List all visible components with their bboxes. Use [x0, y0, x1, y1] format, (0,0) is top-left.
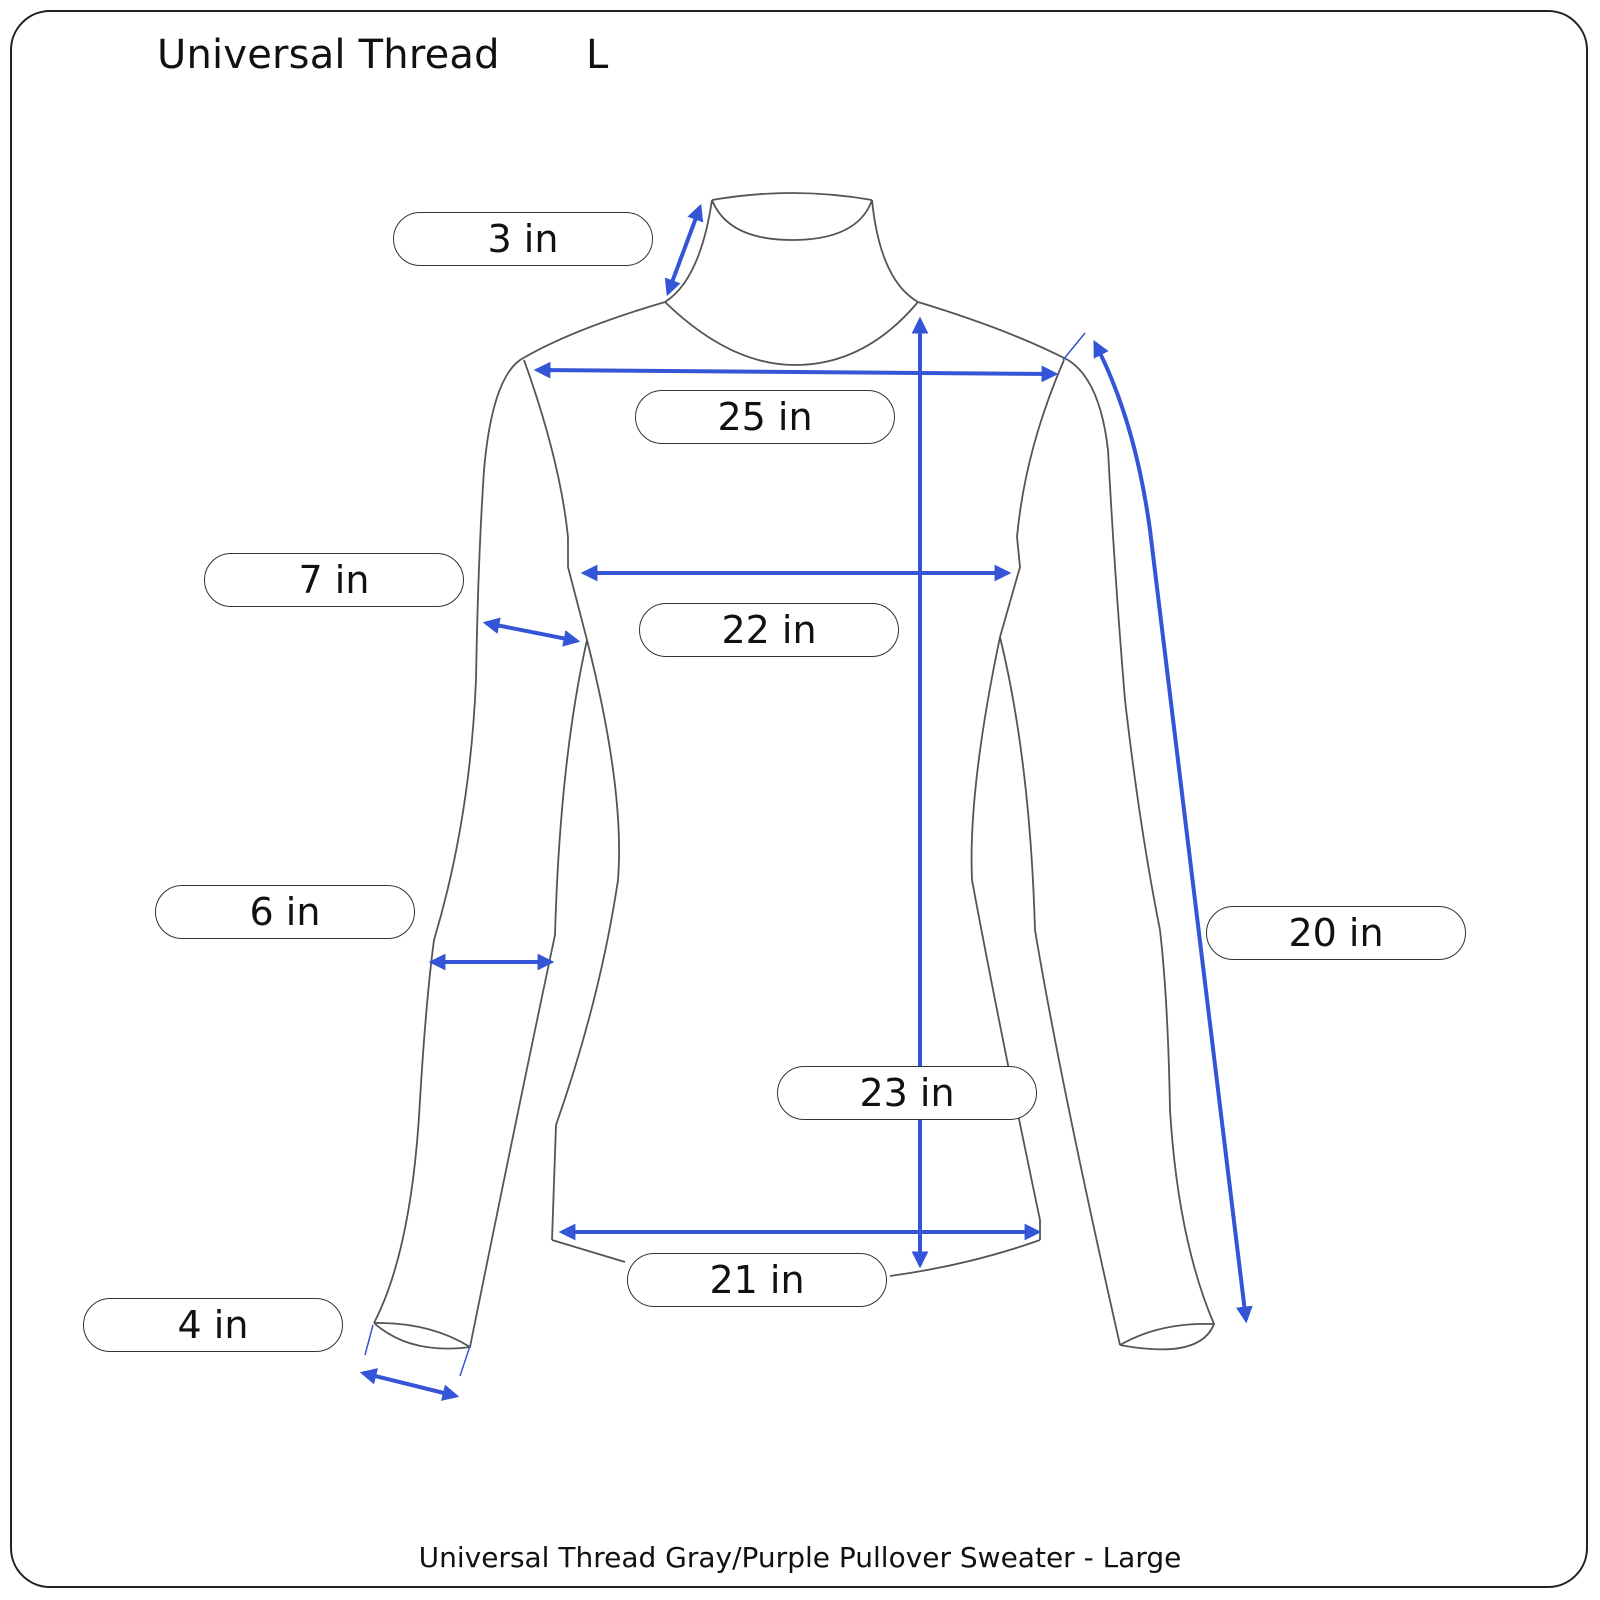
right-armhole [999, 359, 1065, 638]
bicep-width-label: 7 in [204, 553, 464, 607]
collar-inner [711, 199, 873, 241]
shoulder-arrow [533, 361, 1059, 383]
left-body-side [551, 639, 620, 1241]
right-cuff [1119, 1322, 1215, 1351]
left-arm-inner [469, 639, 588, 1348]
right-arm-outer [1067, 359, 1215, 1325]
tick-marks [364, 332, 1086, 1377]
cuff-width-label: 4 in [83, 1298, 343, 1352]
brand-title: Universal Thread [157, 32, 500, 78]
sweater-outline [373, 192, 1215, 1351]
size-label: L [586, 32, 609, 78]
hem-right [889, 1239, 1041, 1277]
bicep-arrow [482, 617, 581, 647]
left-arm-outer [373, 359, 521, 1324]
left-shoulder [519, 301, 666, 361]
left-cuff [373, 1322, 471, 1350]
cuff-arrow [359, 1368, 460, 1401]
diagram-frame [10, 10, 1588, 1588]
collar-right-side [871, 199, 919, 303]
neckline [664, 301, 919, 366]
sleeve-length-label: 20 in [1206, 906, 1466, 960]
forearm-width-label: 6 in [155, 885, 415, 939]
collar-arrow [664, 203, 704, 297]
caption: Universal Thread Gray/Purple Pullover Sw… [418, 1541, 1182, 1574]
collar-top [711, 192, 873, 201]
right-shoulder [917, 301, 1069, 361]
right-arm-inner [999, 636, 1121, 1346]
left-armhole [523, 359, 588, 641]
body-length-label: 23 in [777, 1066, 1037, 1120]
hem-width-label: 21 in [627, 1253, 887, 1307]
collar-height-label: 3 in [393, 212, 653, 266]
hem-left [551, 1239, 626, 1263]
sleeve-arrow [1093, 340, 1253, 1324]
shoulder-width-label: 25 in [635, 390, 895, 444]
chest-width-label: 22 in [639, 603, 899, 657]
right-body-side [970, 636, 1041, 1240]
